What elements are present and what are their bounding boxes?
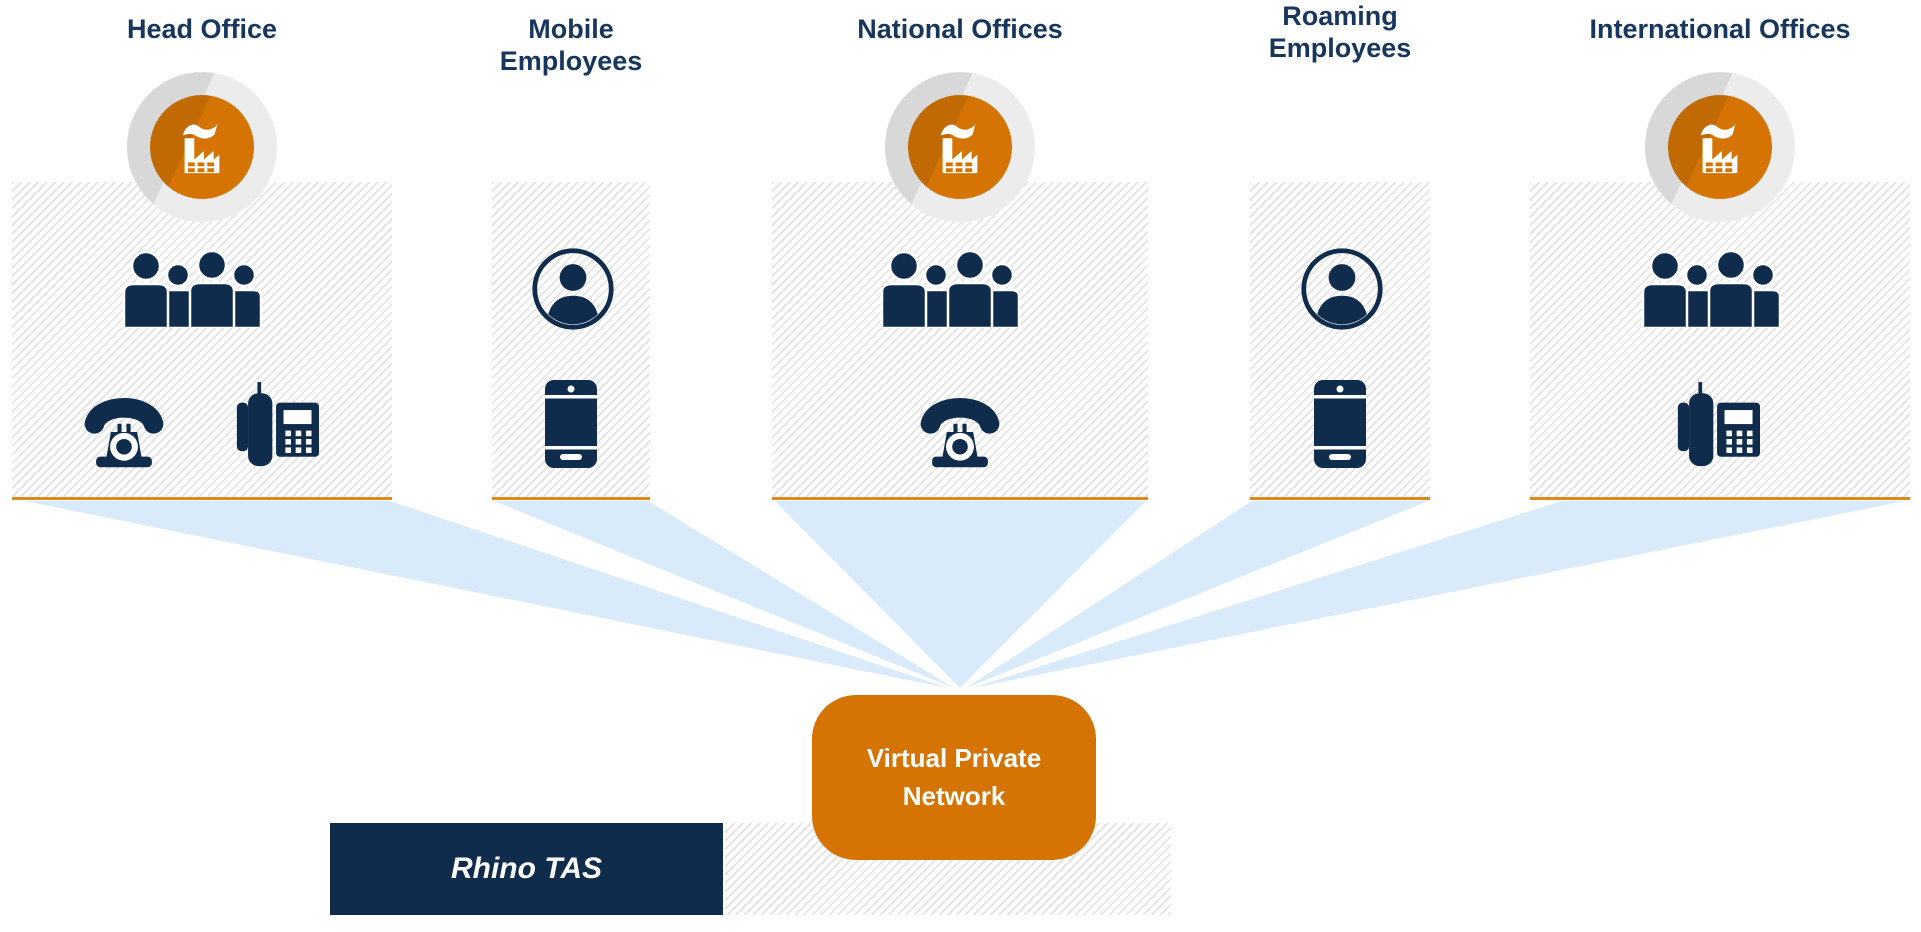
column-title-international-offices: International Offices	[1589, 14, 1851, 44]
person-icon	[530, 246, 616, 332]
desk-phone-icon	[1676, 382, 1760, 468]
panel-head-office	[12, 182, 392, 500]
factory-circle	[908, 95, 1012, 199]
platform-label-box: Rhino TAS	[330, 823, 723, 915]
factory-badge-international-offices	[1645, 72, 1795, 222]
column-title-head-office: Head Office	[126, 14, 278, 44]
vpn-node: Virtual Private Network	[812, 695, 1096, 860]
factory-circle	[1668, 95, 1772, 199]
rotary-phone-icon	[919, 394, 1001, 470]
beam-national-offices	[775, 501, 1146, 688]
beam-head-office	[25, 501, 948, 688]
factory-badge-head-office	[127, 72, 277, 222]
person-icon	[1299, 246, 1385, 332]
rotary-phone-icon	[83, 394, 165, 470]
beam-mobile-employees	[494, 501, 954, 688]
factory-icon	[173, 119, 231, 175]
smartphone-icon	[1314, 380, 1366, 468]
desk-phone-icon	[235, 382, 319, 468]
factory-icon	[1691, 119, 1749, 175]
platform-bar-extension	[725, 823, 1171, 915]
people-group-icon	[1641, 250, 1801, 328]
column-title-mobile-employees: Mobile Employees	[499, 14, 643, 77]
factory-badge-national-offices	[885, 72, 1035, 222]
smartphone-icon	[545, 380, 597, 468]
people-group-icon	[880, 250, 1040, 328]
vpn-label: Virtual Private Network	[866, 742, 1042, 811]
people-group-icon	[122, 250, 282, 328]
panel-roaming-employees	[1250, 182, 1430, 500]
beam-roaming-employees	[966, 501, 1428, 688]
column-title-national-offices: National Offices	[857, 14, 1063, 44]
platform-label: Rhino TAS	[450, 852, 603, 885]
column-title-roaming-employees: Roaming Employees	[1268, 1, 1412, 64]
factory-circle	[150, 95, 254, 199]
factory-icon	[931, 119, 989, 175]
beam-international-offices	[972, 501, 1905, 688]
